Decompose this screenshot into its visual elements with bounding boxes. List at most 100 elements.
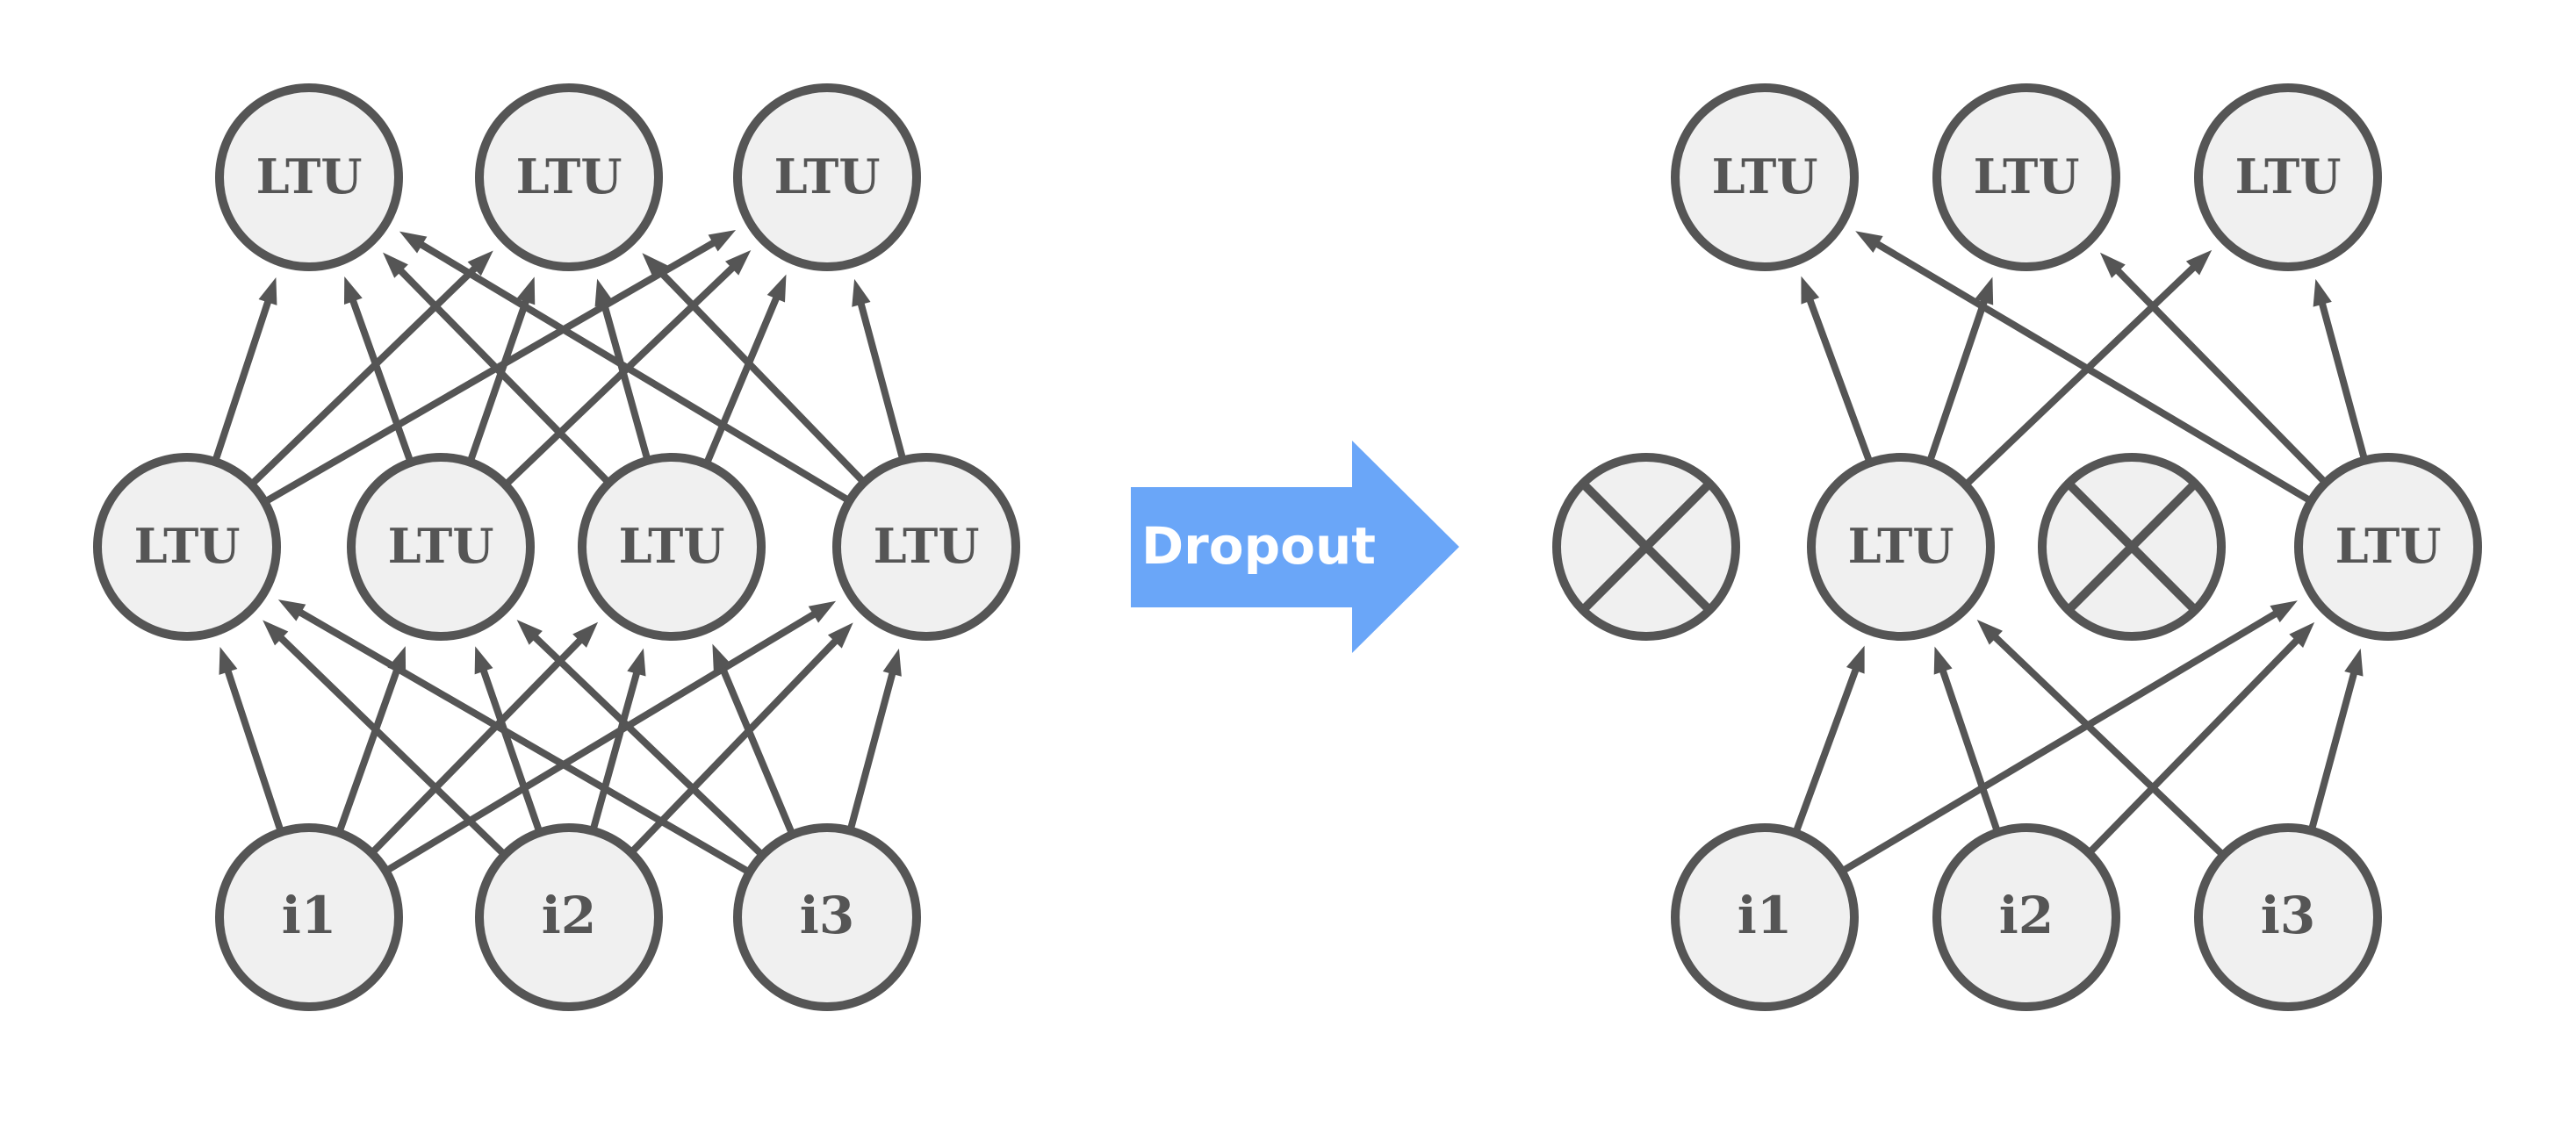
right-edge-input1-to-hidden4: [1843, 600, 2298, 873]
right-input-node-3-label: i3: [2261, 886, 2315, 945]
left-edge-input3-to-hidden3: [712, 643, 795, 833]
left-hidden-node-2-label: LTU: [388, 518, 494, 574]
right-output-node-3: LTU: [2194, 83, 2382, 271]
left-edge-input1-to-hidden3: [371, 621, 599, 854]
right-dropped-node-3: [2038, 453, 2226, 641]
left-output-node-3-circle: [733, 83, 921, 271]
left-edge-hidden2-to-output2-arrowhead-icon: [516, 276, 536, 305]
left-edge-input2-to-hidden3-arrowhead-icon: [627, 648, 646, 677]
left-edge-hidden1-to-output1-line: [212, 298, 273, 460]
right-edge-input2-to-hidden4-arrowhead-icon: [2289, 621, 2315, 649]
left-output-node-1: LTU: [215, 83, 403, 271]
right-edge-hidden4-to-output1: [1855, 231, 2310, 503]
left-edge-hidden3-to-output2-arrowhead-icon: [594, 278, 614, 307]
right-edge-hidden2-to-output3-line: [1965, 262, 2198, 485]
left-hidden-node-3: LTU: [578, 453, 766, 641]
left-edge-input3-to-hidden2-arrowhead-icon: [516, 620, 543, 645]
left-edge-hidden4-to-output2-line: [655, 267, 865, 483]
left-edge-hidden3-to-output1: [383, 252, 609, 484]
left-edge-input3-to-hidden1: [277, 599, 749, 874]
left-edge-input3-to-hidden4: [847, 648, 902, 829]
left-edge-hidden3-to-output1-line: [396, 266, 609, 484]
right-edge-input3-to-hidden4-line: [2308, 669, 2358, 829]
left-edge-hidden3-to-output1-arrowhead-icon: [383, 252, 408, 278]
left-edge-input2-to-hidden1: [263, 620, 505, 856]
left-edge-input3-to-hidden1-line: [296, 607, 749, 874]
left-edge-hidden3-to-output3: [704, 274, 787, 463]
left-edge-hidden4-to-output1: [399, 231, 849, 502]
left-edge-hidden4-to-output3: [852, 278, 906, 458]
right-input-node-1: i1: [1671, 823, 1859, 1011]
left-input-node-2: i2: [475, 823, 663, 1011]
right-edge-hidden2-to-output3: [1965, 249, 2213, 485]
left-edge-hidden1-to-output2-arrowhead-icon: [467, 250, 493, 276]
left-edge-hidden4-to-output3-line: [856, 299, 906, 458]
right-edge-input3-to-hidden2: [1976, 619, 2224, 856]
left-edge-input2-to-hidden1-arrowhead-icon: [263, 620, 289, 646]
right-output-node-2-label: LTU: [1974, 148, 2080, 205]
left-input-node-1: i1: [215, 823, 403, 1011]
right-edge-hidden2-to-output3-arrowhead-icon: [2185, 249, 2213, 276]
left-hidden-node-3-label: LTU: [619, 518, 725, 574]
left-edge-input2-to-hidden2-line: [479, 666, 543, 831]
right-hidden-node-2: LTU: [1807, 453, 1995, 641]
left-edge-hidden1-to-output2-line: [251, 263, 479, 485]
left-input-node-2-label: i2: [542, 886, 596, 945]
right-edge-hidden2-to-output1-arrowhead-icon: [1801, 276, 1820, 305]
left-edge-hidden4-to-output2: [642, 253, 865, 483]
dropout-arrow-shape: [1131, 441, 1459, 653]
right-edge-hidden2-to-output1: [1801, 276, 1873, 461]
right-output-node-1: LTU: [1671, 83, 1859, 271]
left-edge-hidden1-to-output3-line: [265, 238, 718, 504]
left-edge-hidden1-to-output1: [212, 276, 277, 460]
right-edge-hidden2-to-output2-arrowhead-icon: [1975, 276, 1994, 305]
right-edge-hidden4-to-output3-arrowhead-icon: [2313, 278, 2332, 307]
left-edge-input1-to-hidden3-arrowhead-icon: [572, 621, 599, 648]
right-input-node-2-label: i2: [1999, 886, 2054, 945]
left-edge-input2-to-hidden4-arrowhead-icon: [827, 622, 853, 649]
right-edge-hidden4-to-output3: [2313, 278, 2368, 458]
left-edge-input1-to-hidden4-line: [386, 609, 818, 872]
left-edge-hidden4-to-output1-arrowhead-icon: [399, 231, 428, 254]
right-input-node-3: i3: [2194, 823, 2382, 1011]
left-edge-hidden4-to-output2-arrowhead-icon: [642, 253, 668, 279]
right-output-node-3-circle: [2194, 83, 2382, 271]
right-edge-hidden2-to-output1-line: [1805, 296, 1873, 461]
right-edge-hidden4-to-output2-line: [2113, 266, 2326, 484]
right-input-node-1-circle: [1671, 823, 1859, 1011]
right-edge-input1-to-hidden2-arrowhead-icon: [1846, 645, 1865, 674]
left-edge-input1-to-hidden3-line: [371, 635, 585, 854]
right-edge-input1-to-hidden2-line: [1793, 665, 1860, 831]
left-edge-input2-to-hidden2-arrowhead-icon: [474, 646, 493, 675]
left-edge-input2-to-hidden3-line: [590, 669, 641, 829]
right-input-node-1-label: i1: [1738, 886, 1792, 945]
left-edge-input1-to-hidden1: [219, 646, 284, 830]
left-edge-input3-to-hidden2-line: [530, 633, 763, 856]
right-input-node-2-circle: [1932, 823, 2120, 1011]
right-edge-input3-to-hidden2-line: [1990, 633, 2224, 856]
right-hidden-node-4: LTU: [2294, 453, 2482, 641]
left-output-node-2-circle: [475, 83, 663, 271]
right-hidden-node-4-label: LTU: [2335, 518, 2442, 574]
left-output-node-1-label: LTU: [256, 148, 363, 205]
left-edge-hidden3-to-output3-arrowhead-icon: [766, 274, 787, 303]
left-edge-hidden2-to-output1-arrowhead-icon: [343, 276, 363, 305]
left-input-node-3-circle: [733, 823, 921, 1011]
left-edge-input3-to-hidden3-arrowhead-icon: [712, 643, 732, 672]
left-edge-input1-to-hidden1-arrowhead-icon: [219, 646, 238, 675]
left-edge-input3-to-hidden4-line: [847, 669, 897, 829]
right-edge-input3-to-hidden2-arrowhead-icon: [1976, 619, 2003, 645]
right-dropped-node-1: [1552, 453, 1740, 641]
left-edge-input1-to-hidden2-line: [336, 666, 401, 831]
left-edge-input1-to-hidden4-arrowhead-icon: [808, 600, 837, 623]
right-edge-input2-to-hidden4-line: [2089, 635, 2301, 853]
left-edge-input3-to-hidden4-arrowhead-icon: [882, 648, 902, 677]
right-edge-input1-to-hidden4-line: [1843, 609, 2280, 873]
left-edge-hidden3-to-output2: [594, 278, 651, 458]
right-edge-input1-to-hidden4-arrowhead-icon: [2270, 600, 2298, 623]
left-output-node-2: LTU: [475, 83, 663, 271]
right-hidden-node-4-circle: [2294, 453, 2482, 641]
left-edge-input2-to-hidden3: [590, 648, 646, 829]
left-output-node-2-label: LTU: [516, 148, 622, 205]
right-output-node-3-label: LTU: [2235, 148, 2342, 205]
